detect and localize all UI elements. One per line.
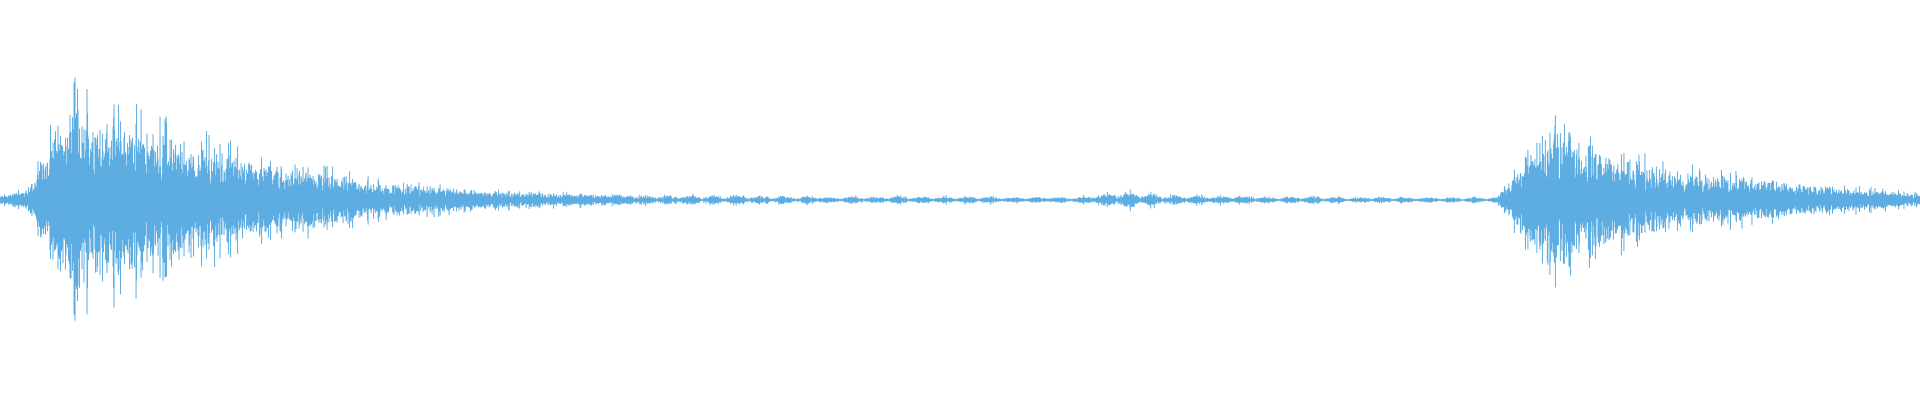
waveform-trace: [0, 77, 1920, 321]
